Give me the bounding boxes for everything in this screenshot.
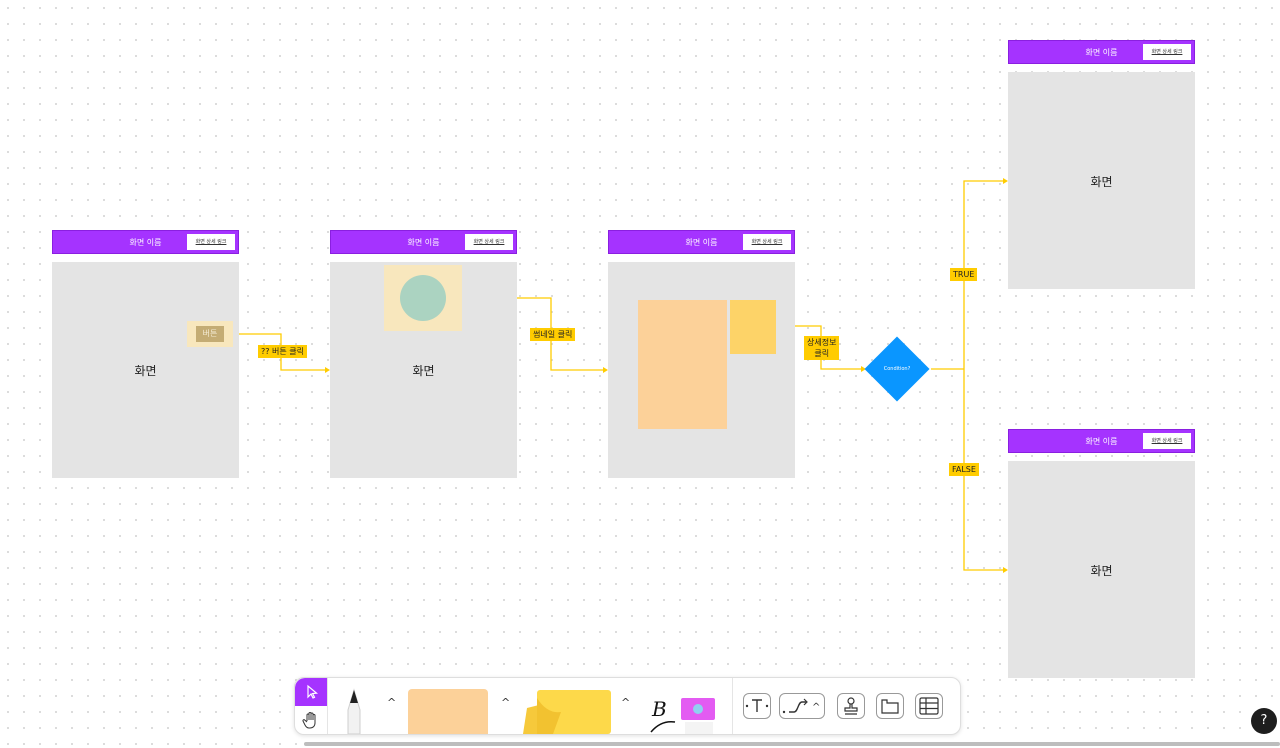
connector-label-line: 클릭 <box>814 349 830 358</box>
svg-text:B: B <box>651 697 667 721</box>
decision-label: Condition? <box>883 366 911 372</box>
select-tool[interactable] <box>295 678 327 706</box>
help-button[interactable]: ? <box>1251 708 1277 734</box>
screen-frame-3[interactable] <box>608 262 795 478</box>
button-highlight[interactable]: 버튼 <box>187 321 233 347</box>
screen-frame-4[interactable]: 화면 <box>1008 72 1195 289</box>
connector-label-thumbnail-click[interactable]: 썸네일 클릭 <box>530 328 576 341</box>
connector-label-detail-click[interactable]: 상세정보 클릭 <box>804 336 840 360</box>
divider <box>327 678 328 734</box>
screen-frame-1[interactable]: 화면 버튼 <box>52 262 239 478</box>
cursor-icon <box>307 684 319 699</box>
hand-icon <box>302 712 316 729</box>
circle-shape <box>400 275 446 321</box>
frame-title: 화면 이름 <box>407 238 440 247</box>
frame-title: 화면 이름 <box>1085 437 1118 446</box>
arrow-head <box>861 366 866 372</box>
frame-title: 화면 이름 <box>1085 48 1118 57</box>
bottom-toolbar: ^ ^ ^ B ^ <box>294 677 961 735</box>
sticker-icon: B <box>650 697 715 734</box>
sticky-note-tool[interactable] <box>517 688 613 734</box>
frame-detail-link[interactable]: 화면 상세 링크 <box>743 234 791 250</box>
thumbnail-placeholder[interactable] <box>384 265 462 331</box>
text-icon <box>745 699 769 712</box>
text-tool[interactable] <box>743 693 771 719</box>
frame-title: 화면 이름 <box>685 238 718 247</box>
hand-tool[interactable] <box>295 706 327 734</box>
connector-false <box>963 369 1006 571</box>
connector-label-line: 상세정보 <box>807 338 837 347</box>
frame-detail-link[interactable]: 화면 상세 링크 <box>1143 433 1191 449</box>
frame-detail-link[interactable]: 화면 상세 링크 <box>465 234 513 250</box>
stamp-tool[interactable] <box>837 693 865 719</box>
arrow-head <box>1003 178 1008 184</box>
screen-label: 화면 <box>412 364 435 378</box>
connector-label-button-click[interactable]: ?? 버튼 클릭 <box>258 345 308 358</box>
frame-header-4[interactable]: 화면 이름 화면 상세 링크 <box>1008 40 1195 64</box>
frame-detail-link[interactable]: 화면 상세 링크 <box>1143 44 1191 60</box>
frame-detail-link[interactable]: 화면 상세 링크 <box>187 234 235 250</box>
detail-block[interactable] <box>730 300 776 354</box>
connector-icon: ^ <box>782 698 820 714</box>
arrow-head <box>603 367 608 373</box>
table-tool[interactable] <box>915 693 943 719</box>
section-tool[interactable] <box>876 693 904 719</box>
screen-label: 화면 <box>1090 175 1113 189</box>
frame-header-3[interactable]: 화면 이름 화면 상세 링크 <box>608 230 795 254</box>
frame-header-2[interactable]: 화면 이름 화면 상세 링크 <box>330 230 517 254</box>
svg-text:^: ^ <box>812 702 820 713</box>
content-block <box>638 300 727 429</box>
frame-title: 화면 이름 <box>129 238 162 247</box>
connector-label-false[interactable]: FALSE <box>949 463 979 476</box>
table-icon <box>919 697 939 715</box>
horizontal-scrollbar[interactable] <box>304 742 1280 746</box>
section-icon <box>881 699 899 714</box>
shape-tool[interactable] <box>408 689 488 734</box>
screen-frame-5[interactable]: 화면 <box>1008 461 1195 678</box>
arrow-head <box>1003 567 1008 573</box>
connector-true <box>963 180 1006 369</box>
screen-label: 화면 <box>134 364 157 378</box>
frame-header-1[interactable]: 화면 이름 화면 상세 링크 <box>52 230 239 254</box>
arrow-head <box>325 367 330 373</box>
frame-header-5[interactable]: 화면 이름 화면 상세 링크 <box>1008 429 1195 453</box>
chevron-up-icon[interactable]: ^ <box>501 696 511 709</box>
pen-icon <box>347 688 361 734</box>
sticky-note-icon <box>523 690 611 734</box>
stamp-icon <box>844 697 858 715</box>
connector-label-true[interactable]: TRUE <box>950 268 978 281</box>
sticker-tool[interactable]: B <box>647 692 717 734</box>
screen-label: 화면 <box>1090 564 1113 578</box>
chevron-up-icon[interactable]: ^ <box>621 696 631 709</box>
divider <box>732 678 733 734</box>
mock-button[interactable]: 버튼 <box>196 326 224 342</box>
chevron-up-icon[interactable]: ^ <box>387 696 397 709</box>
connector-tool[interactable]: ^ <box>779 693 825 719</box>
screen-frame-2[interactable]: 화면 <box>330 262 517 478</box>
pen-tool[interactable] <box>339 686 369 734</box>
